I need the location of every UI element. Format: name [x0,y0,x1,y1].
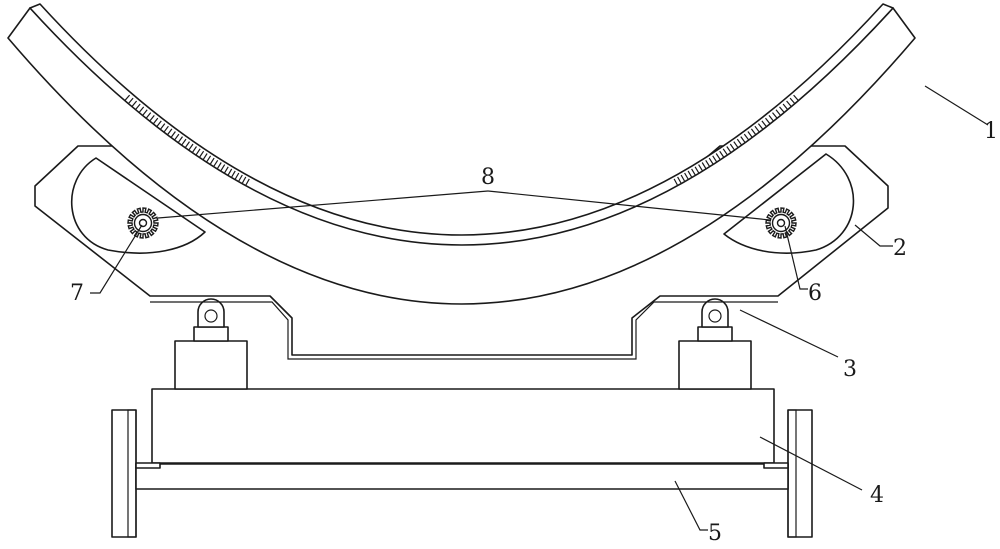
left-gear [127,207,159,239]
right-rack [673,94,799,186]
gear-ring [771,213,791,233]
rack-teeth [124,94,250,186]
label-2: 2 [893,236,907,261]
left-gear-housing [70,157,206,254]
rack-teeth [673,94,799,186]
main-arc-outer-band [7,7,916,305]
base-box [135,388,789,469]
left-support-column [174,298,248,390]
label-5: 5 [708,521,722,546]
gear-hub [138,218,148,228]
right-gear-housing [723,153,855,254]
leader-lines [90,85,989,531]
label-4: 4 [870,483,884,508]
gear-hub [776,218,786,228]
axle [135,463,789,490]
label-7: 7 [70,281,84,306]
right-wheel [787,409,813,538]
part-labels: 1 2 3 4 5 6 7 8 [70,119,998,546]
label-1: 1 [984,119,998,144]
gear-ring [133,213,153,233]
label-8: 8 [481,165,495,190]
right-gear [765,207,797,239]
label-6: 6 [808,281,822,306]
left-wheel [111,409,137,538]
right-support-column [678,298,752,390]
label-3: 3 [843,357,857,382]
left-rack [124,94,250,186]
